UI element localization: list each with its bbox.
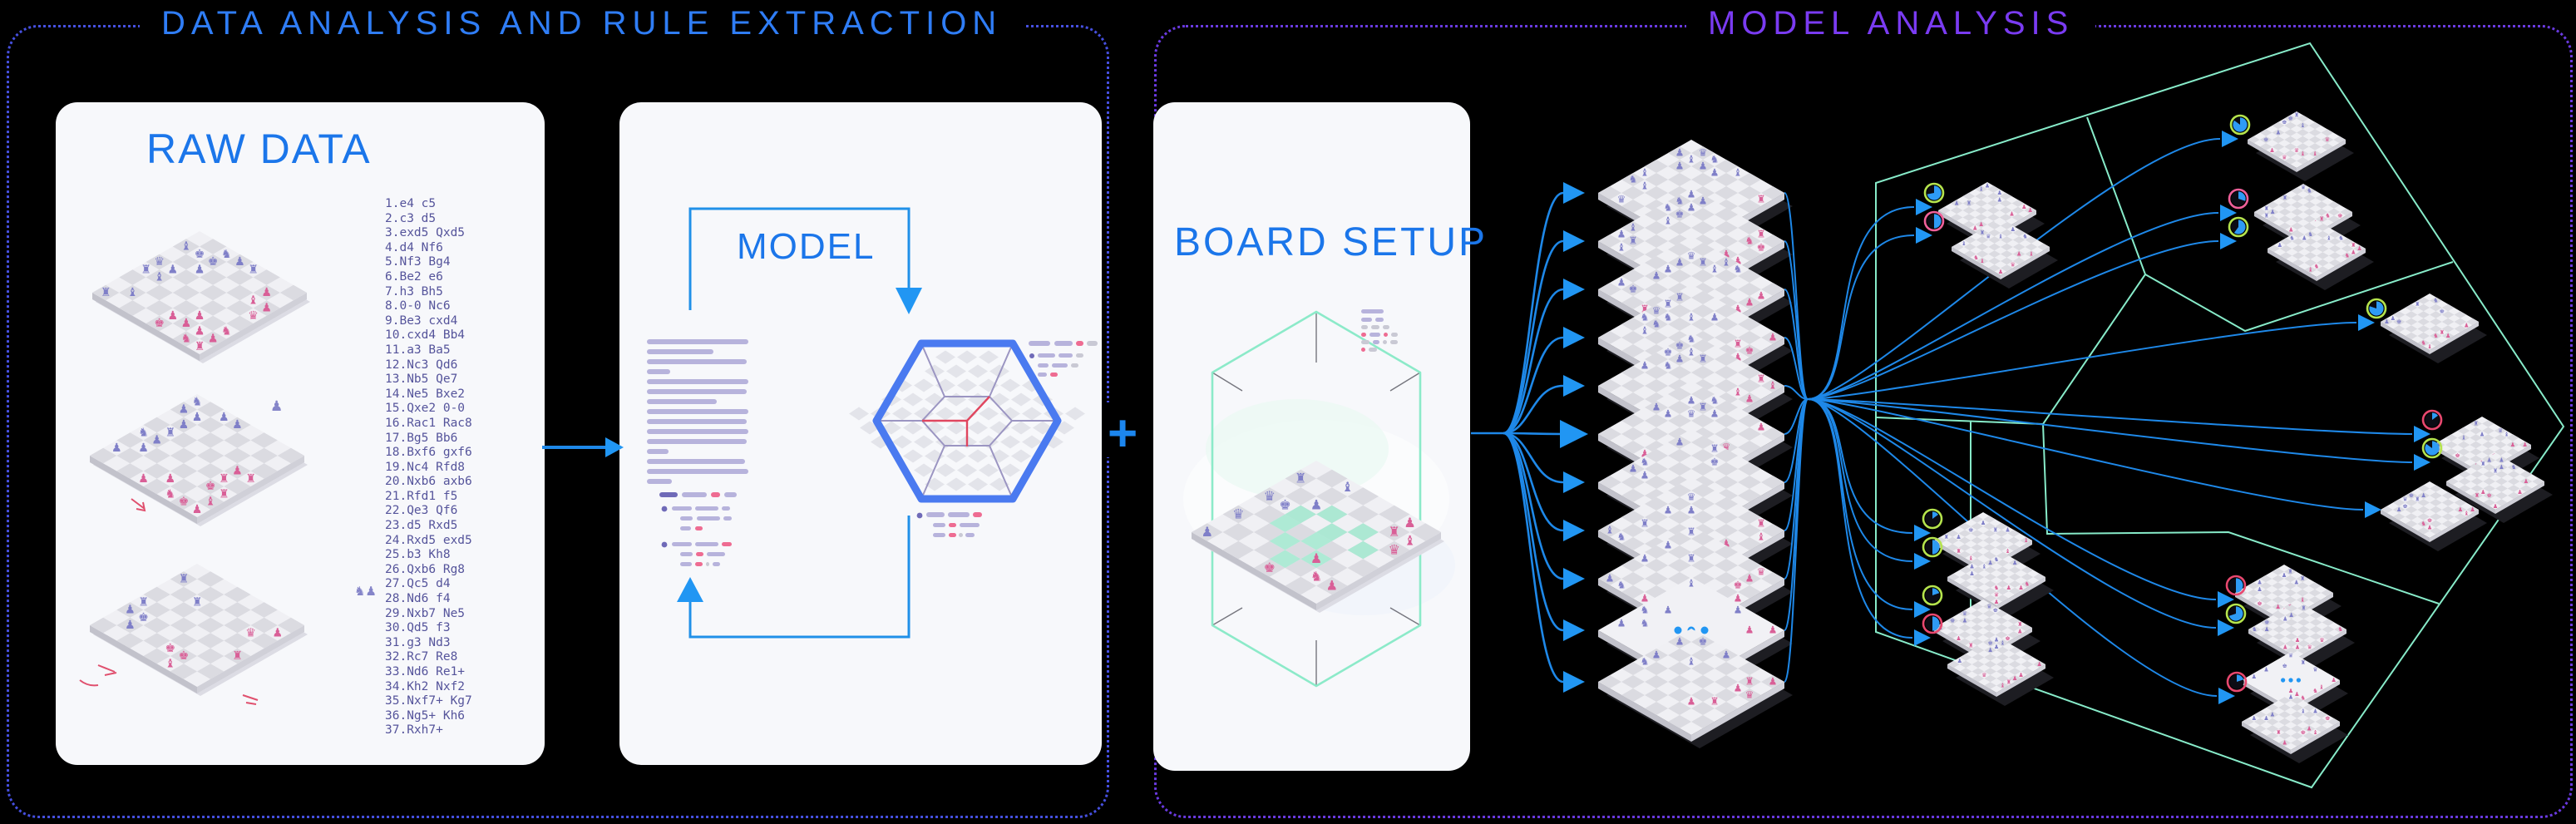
model-title: MODEL <box>737 226 876 267</box>
board-setup-title: BOARD SETUP <box>1174 220 1488 264</box>
plus-connector: + <box>1108 405 1138 462</box>
section-title-data-analysis: DATA ANALYSIS AND RULE EXTRACTION <box>140 5 1024 42</box>
board-setup-panel <box>1153 102 1470 771</box>
raw-data-title: RAW DATA <box>146 126 372 172</box>
section-title-model-analysis: MODEL ANALYSIS <box>1686 5 2096 42</box>
move-list: 1.e4 c5 2.c3 d5 3.exd5 Qxd5 4.d4 Nf6 5.N… <box>385 197 472 738</box>
model-panel <box>619 102 1102 765</box>
